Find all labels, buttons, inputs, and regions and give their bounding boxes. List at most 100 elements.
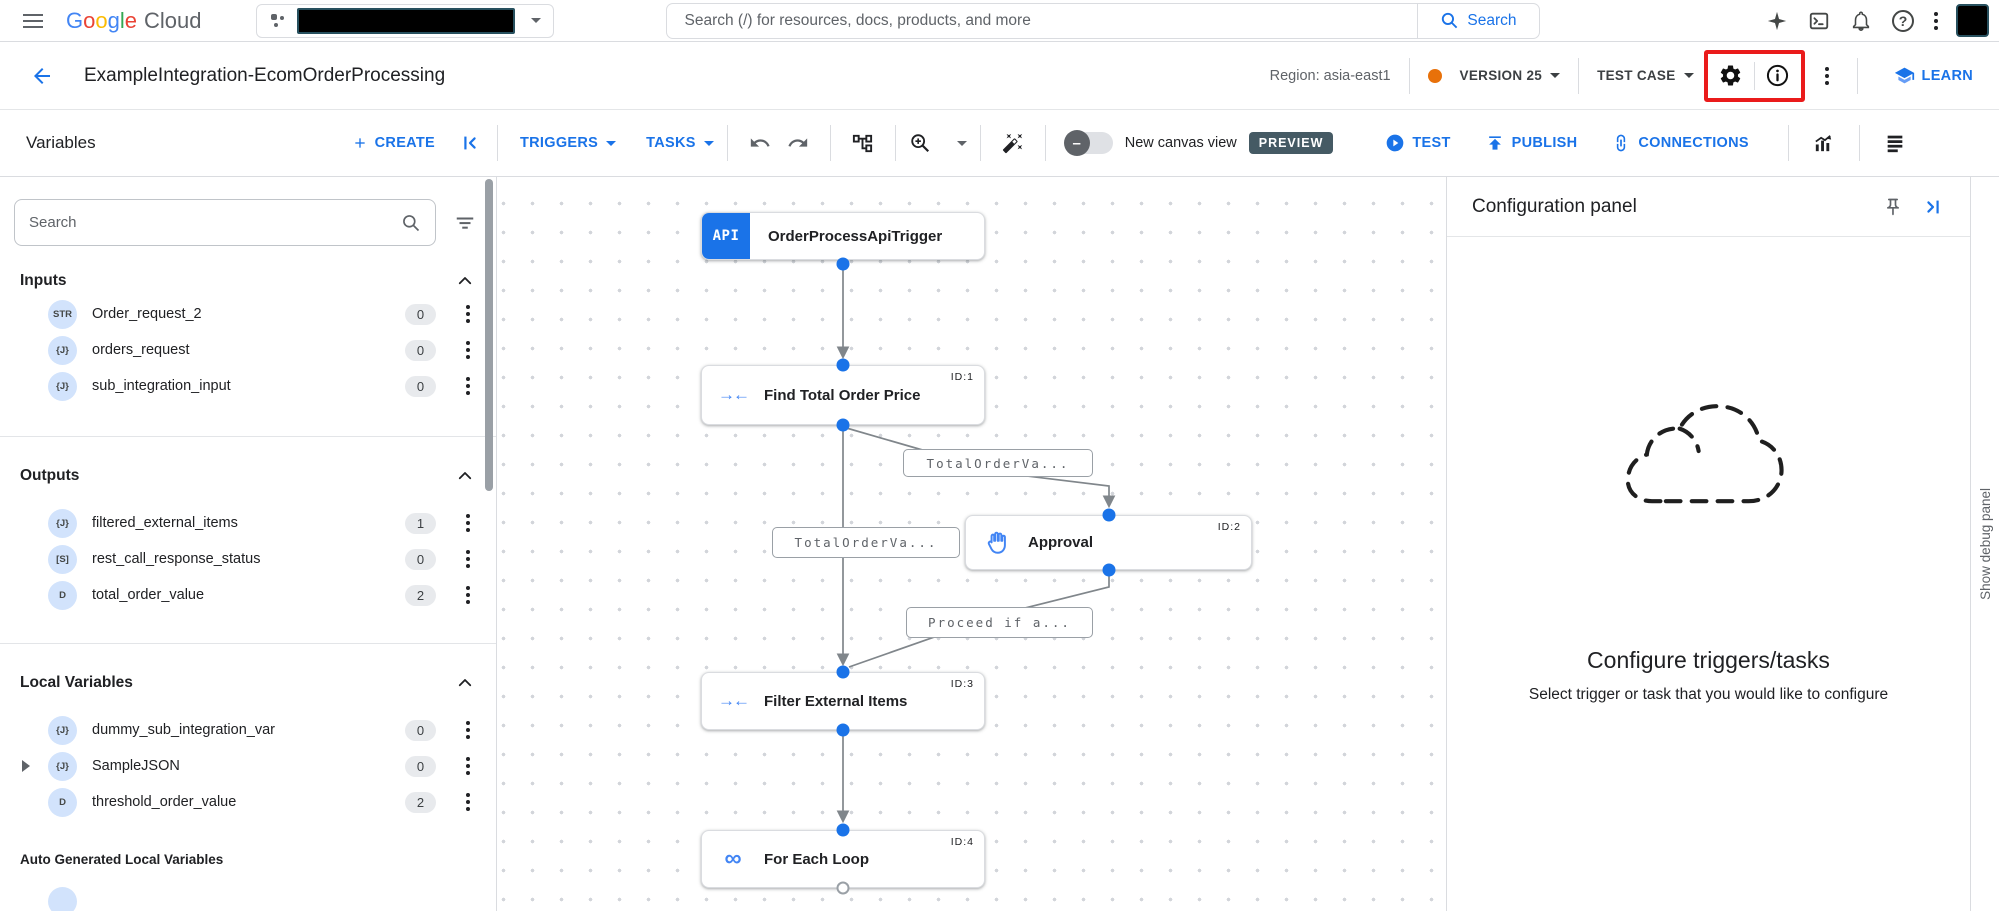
usage-count-badge: 0 bbox=[405, 339, 436, 361]
task-node-for-each-loop[interactable]: ∞ For Each Loop ID:4 bbox=[701, 830, 985, 888]
row-menu-icon[interactable] bbox=[456, 338, 480, 362]
type-badge: {J} bbox=[48, 715, 77, 745]
variable-row[interactable] bbox=[0, 883, 496, 911]
info-icon[interactable] bbox=[1757, 55, 1799, 97]
preview-badge: PREVIEW bbox=[1248, 132, 1334, 154]
new-canvas-view-toggle[interactable]: – bbox=[1063, 130, 1113, 156]
section-title: Outputs bbox=[20, 467, 80, 484]
test-case-dropdown[interactable]: TEST CASE bbox=[1597, 68, 1694, 83]
test-button[interactable]: TEST bbox=[1385, 133, 1450, 153]
region-label: Region: asia-east1 bbox=[1269, 67, 1391, 84]
pin-icon[interactable] bbox=[1874, 186, 1912, 228]
zoom-in-icon bbox=[911, 134, 929, 153]
row-menu-icon[interactable] bbox=[456, 790, 480, 814]
integration-canvas[interactable]: API OrderProcessApiTrigger →← Find Total… bbox=[497, 177, 1447, 911]
variable-row[interactable]: {J} dummy_sub_integration_var 0 bbox=[0, 712, 496, 748]
task-node-filter-external-items[interactable]: →← Filter External Items ID:3 bbox=[701, 672, 985, 730]
node-title: OrderProcessApiTrigger bbox=[768, 227, 943, 245]
help-icon[interactable]: ? bbox=[1882, 0, 1924, 42]
publish-button[interactable]: PUBLISH bbox=[1485, 133, 1578, 153]
type-badge: {J} bbox=[48, 335, 77, 365]
variable-row[interactable]: D total_order_value 2 bbox=[0, 577, 496, 613]
type-badge: D bbox=[48, 580, 77, 610]
variable-row[interactable]: {J} sub_integration_input 0 bbox=[0, 368, 496, 404]
project-selector[interactable] bbox=[255, 3, 554, 38]
tasks-dropdown[interactable]: TASKS bbox=[646, 135, 714, 151]
edge-condition-label[interactable]: Proceed if a... bbox=[906, 607, 1093, 638]
global-search-button[interactable]: Search bbox=[1417, 3, 1538, 38]
page-title: ExampleIntegration-EcomOrderProcessing bbox=[84, 64, 446, 86]
collapse-left-panel-icon[interactable] bbox=[455, 122, 485, 164]
expand-arrow-icon[interactable] bbox=[22, 760, 30, 772]
type-badge: [S] bbox=[48, 544, 77, 574]
back-arrow-icon[interactable] bbox=[22, 56, 62, 96]
menu-icon[interactable] bbox=[10, 0, 56, 42]
chevron-up-icon bbox=[458, 679, 472, 687]
variable-row[interactable]: STR Order_request_2 0 bbox=[0, 296, 496, 332]
edge-condition-label[interactable]: TotalOrderVa... bbox=[903, 449, 1093, 477]
zoom-control[interactable] bbox=[909, 122, 967, 164]
undo-icon[interactable] bbox=[741, 122, 779, 164]
more-options-icon[interactable] bbox=[1924, 9, 1948, 33]
auto-layout-icon[interactable] bbox=[844, 122, 882, 164]
collapse-right-panel-icon[interactable] bbox=[1914, 186, 1952, 228]
variable-name: sub_integration_input bbox=[92, 378, 231, 394]
global-search: Search bbox=[665, 2, 1540, 39]
variables-panel-header: Variables CREATE bbox=[0, 122, 497, 164]
variable-row[interactable]: {J} filtered_external_items 1 bbox=[0, 505, 496, 541]
section-header-outputs[interactable]: Outputs bbox=[0, 461, 496, 491]
analytics-icon[interactable] bbox=[1802, 122, 1846, 164]
section-header-local-variables[interactable]: Local Variables bbox=[0, 668, 496, 698]
edge-condition-label[interactable]: TotalOrderVa... bbox=[772, 527, 960, 558]
learn-icon bbox=[1894, 67, 1914, 84]
variable-name: rest_call_response_status bbox=[92, 551, 261, 567]
search-icon bbox=[403, 214, 420, 231]
sidebar-scrollbar[interactable] bbox=[485, 179, 493, 491]
task-node-approval[interactable]: Approval ID:2 bbox=[965, 515, 1252, 570]
triggers-dropdown[interactable]: TRIGGERS bbox=[520, 135, 617, 151]
gemini-icon[interactable] bbox=[1756, 0, 1798, 42]
variables-title: Variables bbox=[26, 133, 96, 152]
trigger-node-orderprocessapitrigger[interactable]: API OrderProcessApiTrigger bbox=[701, 212, 985, 260]
cloud-shell-icon[interactable] bbox=[1798, 0, 1840, 42]
settings-gear-icon[interactable] bbox=[1710, 55, 1752, 97]
show-debug-panel-strip[interactable]: Show debug panel bbox=[1970, 177, 1999, 911]
variables-search-input[interactable] bbox=[29, 214, 401, 231]
section-header-inputs[interactable]: Inputs bbox=[0, 266, 496, 296]
row-menu-icon[interactable] bbox=[456, 374, 480, 398]
learn-link[interactable]: LEARN bbox=[1894, 65, 1973, 86]
create-variable-button[interactable]: CREATE bbox=[352, 135, 435, 151]
node-title: Find Total Order Price bbox=[764, 386, 921, 404]
redo-icon[interactable] bbox=[779, 122, 817, 164]
execution-logs-icon[interactable] bbox=[1873, 122, 1917, 164]
show-debug-panel-label: Show debug panel bbox=[1977, 488, 1993, 600]
row-menu-icon[interactable] bbox=[456, 302, 480, 326]
row-menu-icon[interactable] bbox=[456, 583, 480, 607]
variable-row[interactable]: {J} orders_request 0 bbox=[0, 332, 496, 368]
node-title: Approval bbox=[1028, 534, 1094, 551]
variable-row[interactable]: {J} SampleJSON 0 bbox=[0, 748, 496, 784]
variables-search bbox=[14, 199, 436, 246]
row-menu-icon[interactable] bbox=[456, 547, 480, 571]
task-node-find-total-order-price[interactable]: →← Find Total Order Price ID:1 bbox=[701, 365, 985, 425]
global-search-input[interactable] bbox=[666, 11, 1418, 30]
publish-icon bbox=[1488, 136, 1501, 150]
connections-button[interactable]: CONNECTIONS bbox=[1611, 133, 1749, 153]
sort-filter-icon[interactable] bbox=[448, 202, 482, 244]
variable-row[interactable]: [S] rest_call_response_status 0 bbox=[0, 541, 496, 577]
usage-count-badge: 1 bbox=[405, 512, 436, 534]
version-dropdown[interactable]: VERSION 25 bbox=[1427, 68, 1561, 83]
row-menu-icon[interactable] bbox=[456, 511, 480, 535]
row-menu-icon[interactable] bbox=[456, 754, 480, 778]
google-cloud-logo[interactable]: Google Cloud bbox=[66, 8, 202, 34]
row-menu-icon[interactable] bbox=[456, 718, 480, 742]
loop-icon: ∞ bbox=[724, 845, 742, 872]
variable-row[interactable]: D threshold_order_value 2 bbox=[0, 784, 496, 820]
avatar[interactable] bbox=[1956, 4, 1989, 37]
new-canvas-view-label: New canvas view bbox=[1124, 135, 1237, 151]
edit-wand-icon[interactable] bbox=[994, 122, 1032, 164]
notifications-icon[interactable] bbox=[1840, 0, 1882, 42]
more-actions-icon[interactable] bbox=[1815, 64, 1839, 88]
chevron-up-icon bbox=[458, 472, 472, 480]
task-id-label: ID:2 bbox=[1217, 521, 1241, 533]
